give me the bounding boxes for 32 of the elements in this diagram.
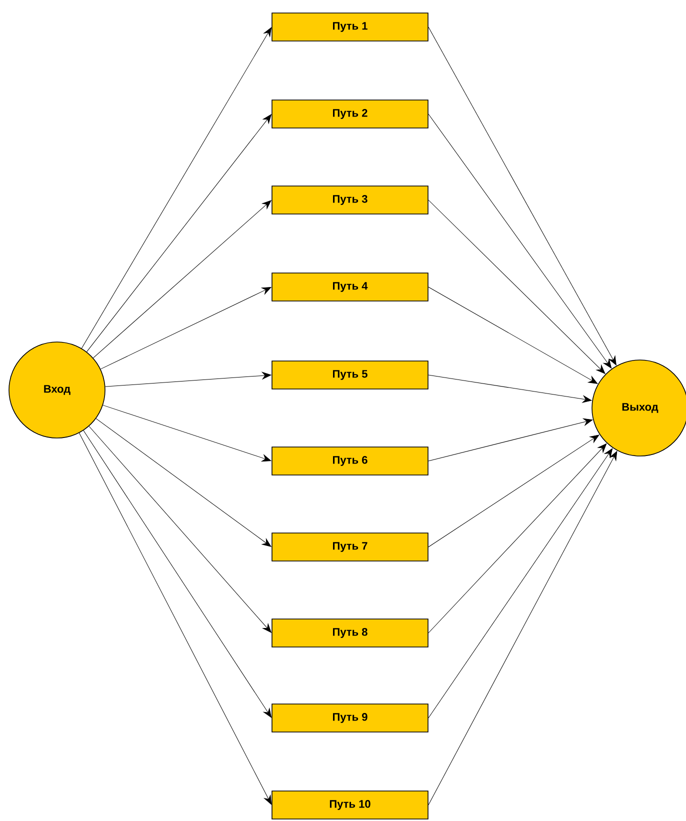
arrow <box>428 374 592 403</box>
arrow <box>428 26 616 366</box>
process-box: Путь 7 <box>272 532 428 562</box>
arrow <box>81 27 272 349</box>
process-box: Путь 9 <box>272 704 428 732</box>
circle-node: Выход <box>592 360 686 456</box>
arrow <box>86 114 272 352</box>
arrow <box>428 200 606 374</box>
arrow <box>428 114 612 368</box>
arrow <box>96 418 272 547</box>
process-box: Путь 3 <box>272 186 428 214</box>
process-box: Путь 1 <box>272 12 428 42</box>
circle-node: Вход <box>8 342 106 438</box>
process-box: Путь 8 <box>272 618 428 648</box>
process-box: Путь 5 <box>272 360 428 390</box>
arrow <box>105 372 272 387</box>
arrow <box>428 451 618 806</box>
arrow <box>83 430 272 718</box>
process-box: Путь 4 <box>272 272 428 302</box>
arrow <box>88 426 272 633</box>
arrow <box>78 432 272 805</box>
process-box: Путь 6 <box>272 446 428 476</box>
arrow <box>92 200 272 358</box>
arrow <box>428 434 600 548</box>
arrow <box>100 287 272 370</box>
arrow <box>428 286 598 384</box>
process-box: Путь 2 <box>272 100 428 128</box>
arrow <box>428 448 613 718</box>
process-box: Путь 10 <box>272 790 428 820</box>
arrow <box>428 418 593 462</box>
arrow <box>102 404 272 462</box>
arrow <box>428 444 607 634</box>
